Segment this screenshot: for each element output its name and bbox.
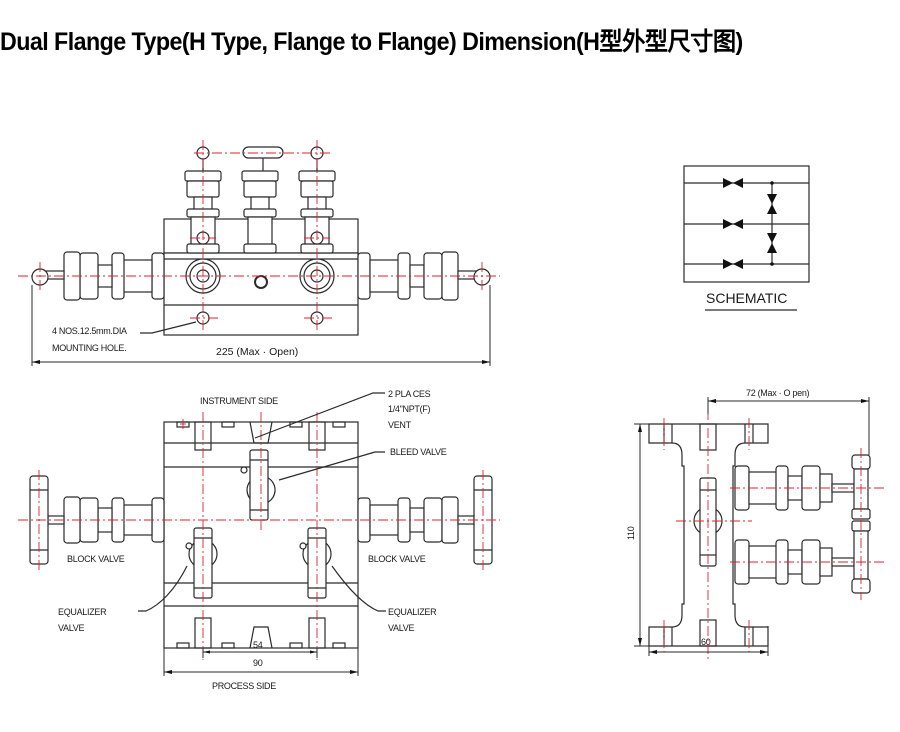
page-title: Dual Flange Type(H Type, Flange to Flang… <box>0 28 743 56</box>
dim-72-label: 72 (Max · O pen) <box>746 388 810 398</box>
process-side-label: PROCESS SIDE <box>212 681 276 691</box>
block-valve-right-label: BLOCK VALVE <box>368 554 426 564</box>
dim-54-label: 54 <box>253 640 263 650</box>
front-valve-center <box>241 146 284 254</box>
dim-110-label: 110 <box>626 526 636 540</box>
instrument-side-label: INSTRUMENT SIDE <box>200 396 278 406</box>
vent-note-line1: 2 PLA CES <box>388 389 431 399</box>
mounting-note-line2: MOUNTING HOLE. <box>52 343 126 353</box>
schematic-valve-icon <box>723 178 743 188</box>
schematic: SCHEMATIC <box>683 165 810 311</box>
dim-90-label: 90 <box>253 658 263 668</box>
equalizer-right-line1: EQUALIZER <box>388 607 437 617</box>
equalizer-left-line1: EQUALIZER <box>58 607 107 617</box>
vent-note-line2: 1/4"NPT(F) <box>388 404 431 414</box>
equalizer-left-line2: VALVE <box>58 623 84 633</box>
schematic-valve-icon <box>723 219 743 229</box>
dim-60-label: 60 <box>701 637 711 647</box>
block-valve-left-label: BLOCK VALVE <box>67 554 125 564</box>
schematic-equalizer-icon <box>767 233 777 253</box>
schematic-equalizer-icon <box>767 194 777 214</box>
schematic-label: SCHEMATIC <box>706 290 787 306</box>
side-view: 72 (Max · O pen) 110 60 <box>626 388 885 660</box>
dim-225-label: 225 (Max · Open) <box>216 346 298 358</box>
mounting-note-line1: 4 NOS.12.5mm.DIA <box>52 326 127 336</box>
top-view: INSTRUMENT SIDE 2 PLA CES 1/4"NPT(F) VEN… <box>18 389 500 691</box>
front-view: 4 NOS.12.5mm.DIA MOUNTING HOLE. 225 (Max… <box>18 140 500 366</box>
vent-note-line3: VENT <box>388 420 412 430</box>
schematic-valve-icon <box>723 259 743 269</box>
equalizer-right-line2: VALVE <box>388 623 414 633</box>
bleed-valve-label: BLEED VALVE <box>390 447 447 457</box>
